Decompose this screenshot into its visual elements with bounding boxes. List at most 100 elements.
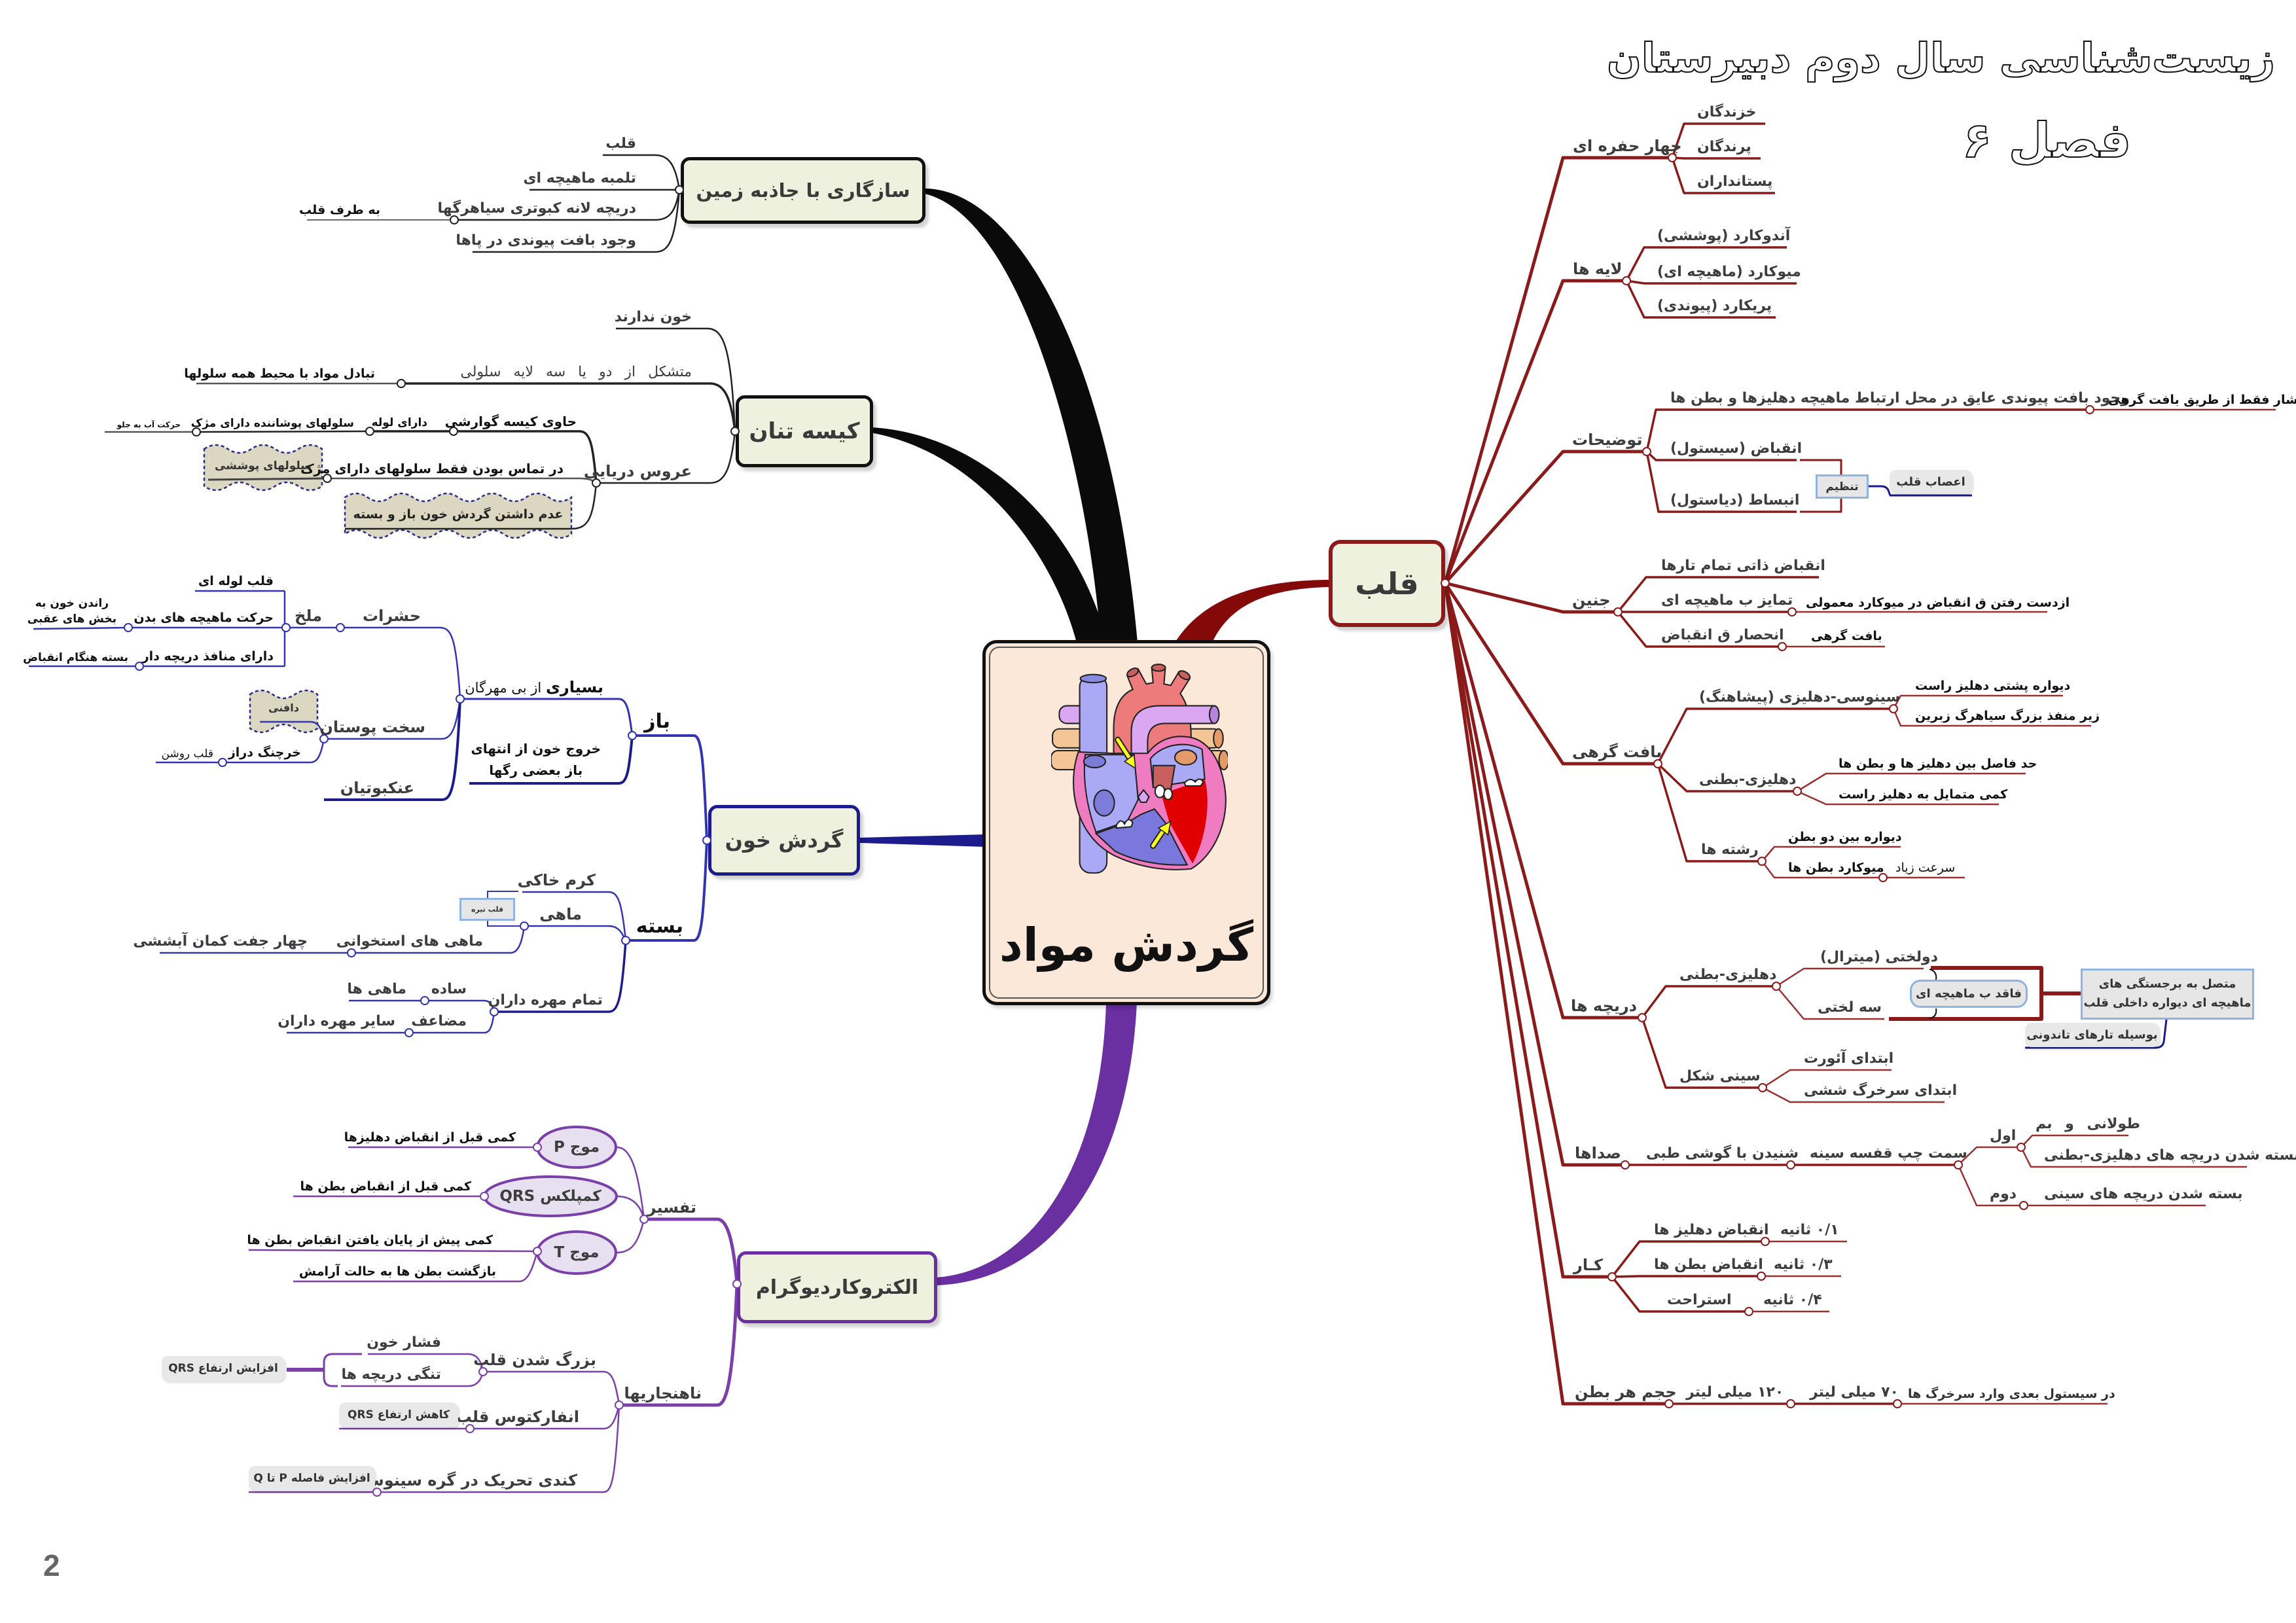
branch-line: [349, 999, 495, 1012]
branch-four-chambered: [1443, 156, 1672, 584]
no-muscle-box: فاقد ب ماهیچه ای: [1910, 980, 2028, 1008]
list-item-note: ازدست رفتن ق انقباض در میوکارد معمولی: [1806, 596, 2070, 611]
link-tendon-fibers: [2025, 1019, 2168, 1049]
list-item-note: دیواره بین دو بطن: [1788, 830, 1902, 845]
page-title: زیست‌شناسی سال دوم دبیرستان: [1606, 33, 2276, 82]
attached-line: متصل به برجستگی های: [2098, 977, 2236, 991]
heart-volume: حجم هر بطن: [1575, 1382, 1677, 1401]
no-circulation-label: عدم داشتن گردش خون باز و بسته: [353, 507, 564, 522]
list-item: رشته ها: [1701, 842, 1759, 859]
branch-line: [1892, 694, 2063, 709]
list-item: سه لختی: [1818, 999, 1882, 1016]
ecg-branches: [248, 1126, 739, 1493]
list-item: ساده: [431, 981, 467, 998]
list-item: فشار خون: [367, 1334, 441, 1351]
branch-closed: [626, 840, 708, 942]
branch-line: [1797, 790, 1999, 806]
list-item-note: کمی پیش از پایان یافتن انقباض بطن ها: [247, 1233, 493, 1248]
earthworm: کرم خاکی: [517, 870, 596, 889]
ecg-interpretation: تفسیر: [647, 1198, 696, 1217]
attached-line: ماهیچه ای دیواره داخلی قلب: [2083, 996, 2251, 1010]
list-item: ابتدای سرخرگ ششی: [1804, 1082, 1958, 1099]
branch-line: [1957, 1164, 2024, 1207]
crustaceans: سخت پوستان: [319, 717, 425, 736]
branch-abnormalities: [619, 1283, 739, 1407]
stem-heart: [1175, 580, 1330, 643]
list-item: دولختی (میترال): [1820, 949, 1938, 966]
branch-line: [1611, 1275, 1761, 1278]
list-item: خرچنگ دراز: [228, 745, 301, 760]
branch-embryo: [1444, 581, 1618, 614]
branch-line: [293, 1251, 539, 1283]
heart-anatomy-icon: [1051, 664, 1228, 874]
text-line: بخش های عقبی: [27, 613, 117, 626]
branch-line: [1611, 1275, 1749, 1313]
branch-line: [1762, 1069, 1892, 1089]
list-item: آندوکارد (پوششی): [1657, 228, 1791, 245]
venous-heart-box: قلب تیره: [459, 898, 515, 921]
list-item: اول: [1990, 1128, 2017, 1145]
chapter-title: فصل ۶: [1962, 112, 2132, 169]
list-item: قلب: [605, 135, 636, 152]
branch-line: [1762, 1086, 1945, 1103]
branch-line: [156, 738, 325, 764]
list-item: بزرگ شدن قلب: [473, 1350, 596, 1369]
topic-coelenterates: کیسه تنان: [736, 395, 873, 467]
branch-line: [1641, 985, 1776, 1019]
heart-branches: [1443, 122, 2276, 1406]
insects: حشرات: [363, 606, 421, 625]
heart-valves: دریچه ها: [1571, 996, 1638, 1015]
text-line: راندن خون به: [35, 596, 109, 610]
list-item-note: کمی قبل از انقباض بطن ها: [300, 1179, 471, 1194]
topic-heart: قلب: [1329, 540, 1445, 627]
list-item-note: حرکت آب به جلو: [117, 420, 181, 430]
list-item-note: دیواره پشتی دهلیز راست: [1915, 679, 2071, 694]
branch-line: [1892, 708, 2091, 727]
list-item: دهلیزی-بطنی: [1699, 772, 1797, 789]
list-item: انحصار ق انقباض: [1661, 627, 1784, 644]
list-item: در تماس بودن فقط سلولهای دارای مژک: [300, 461, 564, 476]
branch-line: [29, 626, 139, 668]
branch-sounds: [1443, 582, 1625, 1167]
wavy-box-no-circulation: [344, 492, 573, 539]
tendon-fibers-box: بوسیله تارهای تاندونی: [2025, 1023, 2159, 1047]
branch-line: [1625, 280, 1776, 319]
list-item: سینوسی-دهلیزی (پیشاهنگ): [1699, 689, 1901, 706]
branch-nodal: [1443, 582, 1658, 766]
branch-line: [1625, 246, 1787, 281]
list-item: بسته شدن دریچه های سینی: [2044, 1186, 2243, 1203]
list-item: میوکارد (ماهیچه ای): [1657, 264, 1801, 281]
pq-interval-box: افزایش فاصله P تا Q: [249, 1466, 375, 1491]
main-stems: [860, 188, 1330, 1285]
list-item: طولانی و بم: [2036, 1116, 2140, 1133]
list-item-duration: ۰/۳ ثانیه: [1774, 1257, 1833, 1274]
branch-line: [1797, 772, 2026, 793]
list-item: پریکارد (پیوندی): [1657, 298, 1772, 315]
branch-line: [340, 626, 461, 700]
list-item: کندی تحریک در گره سینوسی: [352, 1471, 577, 1489]
list-item-note: بافت گرهی: [1811, 629, 1882, 644]
list-item: انقباض بطن ها: [1654, 1257, 1763, 1274]
list-item: تلمبه ماهیچه ای: [523, 170, 636, 187]
list-item: خزندگان: [1697, 104, 1757, 121]
branch-line: [327, 477, 597, 484]
branch-line: [2020, 1134, 2128, 1148]
closed-circulation: بسته: [636, 915, 683, 938]
heart-notes: توضیحات: [1572, 430, 1643, 449]
list-item: شنیدن با گوشی طبی: [1646, 1145, 1799, 1162]
list-item-note: سایر مهره داران: [278, 1013, 395, 1030]
stem-circulation: [860, 834, 985, 847]
list-item: مضاعف: [411, 1013, 467, 1030]
list-item: قلب لوله ای: [198, 574, 274, 589]
push-blood-note: راندن خون به بخش های عقبی: [27, 596, 117, 628]
branch-line: [616, 1146, 645, 1220]
gravity-branches: [307, 154, 681, 253]
branch-line: [196, 430, 370, 433]
brace-no-muscle: [1929, 969, 1937, 1019]
branch-line: [1761, 861, 1883, 879]
heart-nodal-tissue: بافت گرهی: [1572, 742, 1662, 761]
branch-line: [522, 891, 627, 941]
invertebrates-bold: بسیاری: [545, 677, 603, 696]
heart-embryo: جنین: [1572, 590, 1611, 609]
epithelial-cells-label: سلولهای پوششی: [214, 459, 312, 473]
